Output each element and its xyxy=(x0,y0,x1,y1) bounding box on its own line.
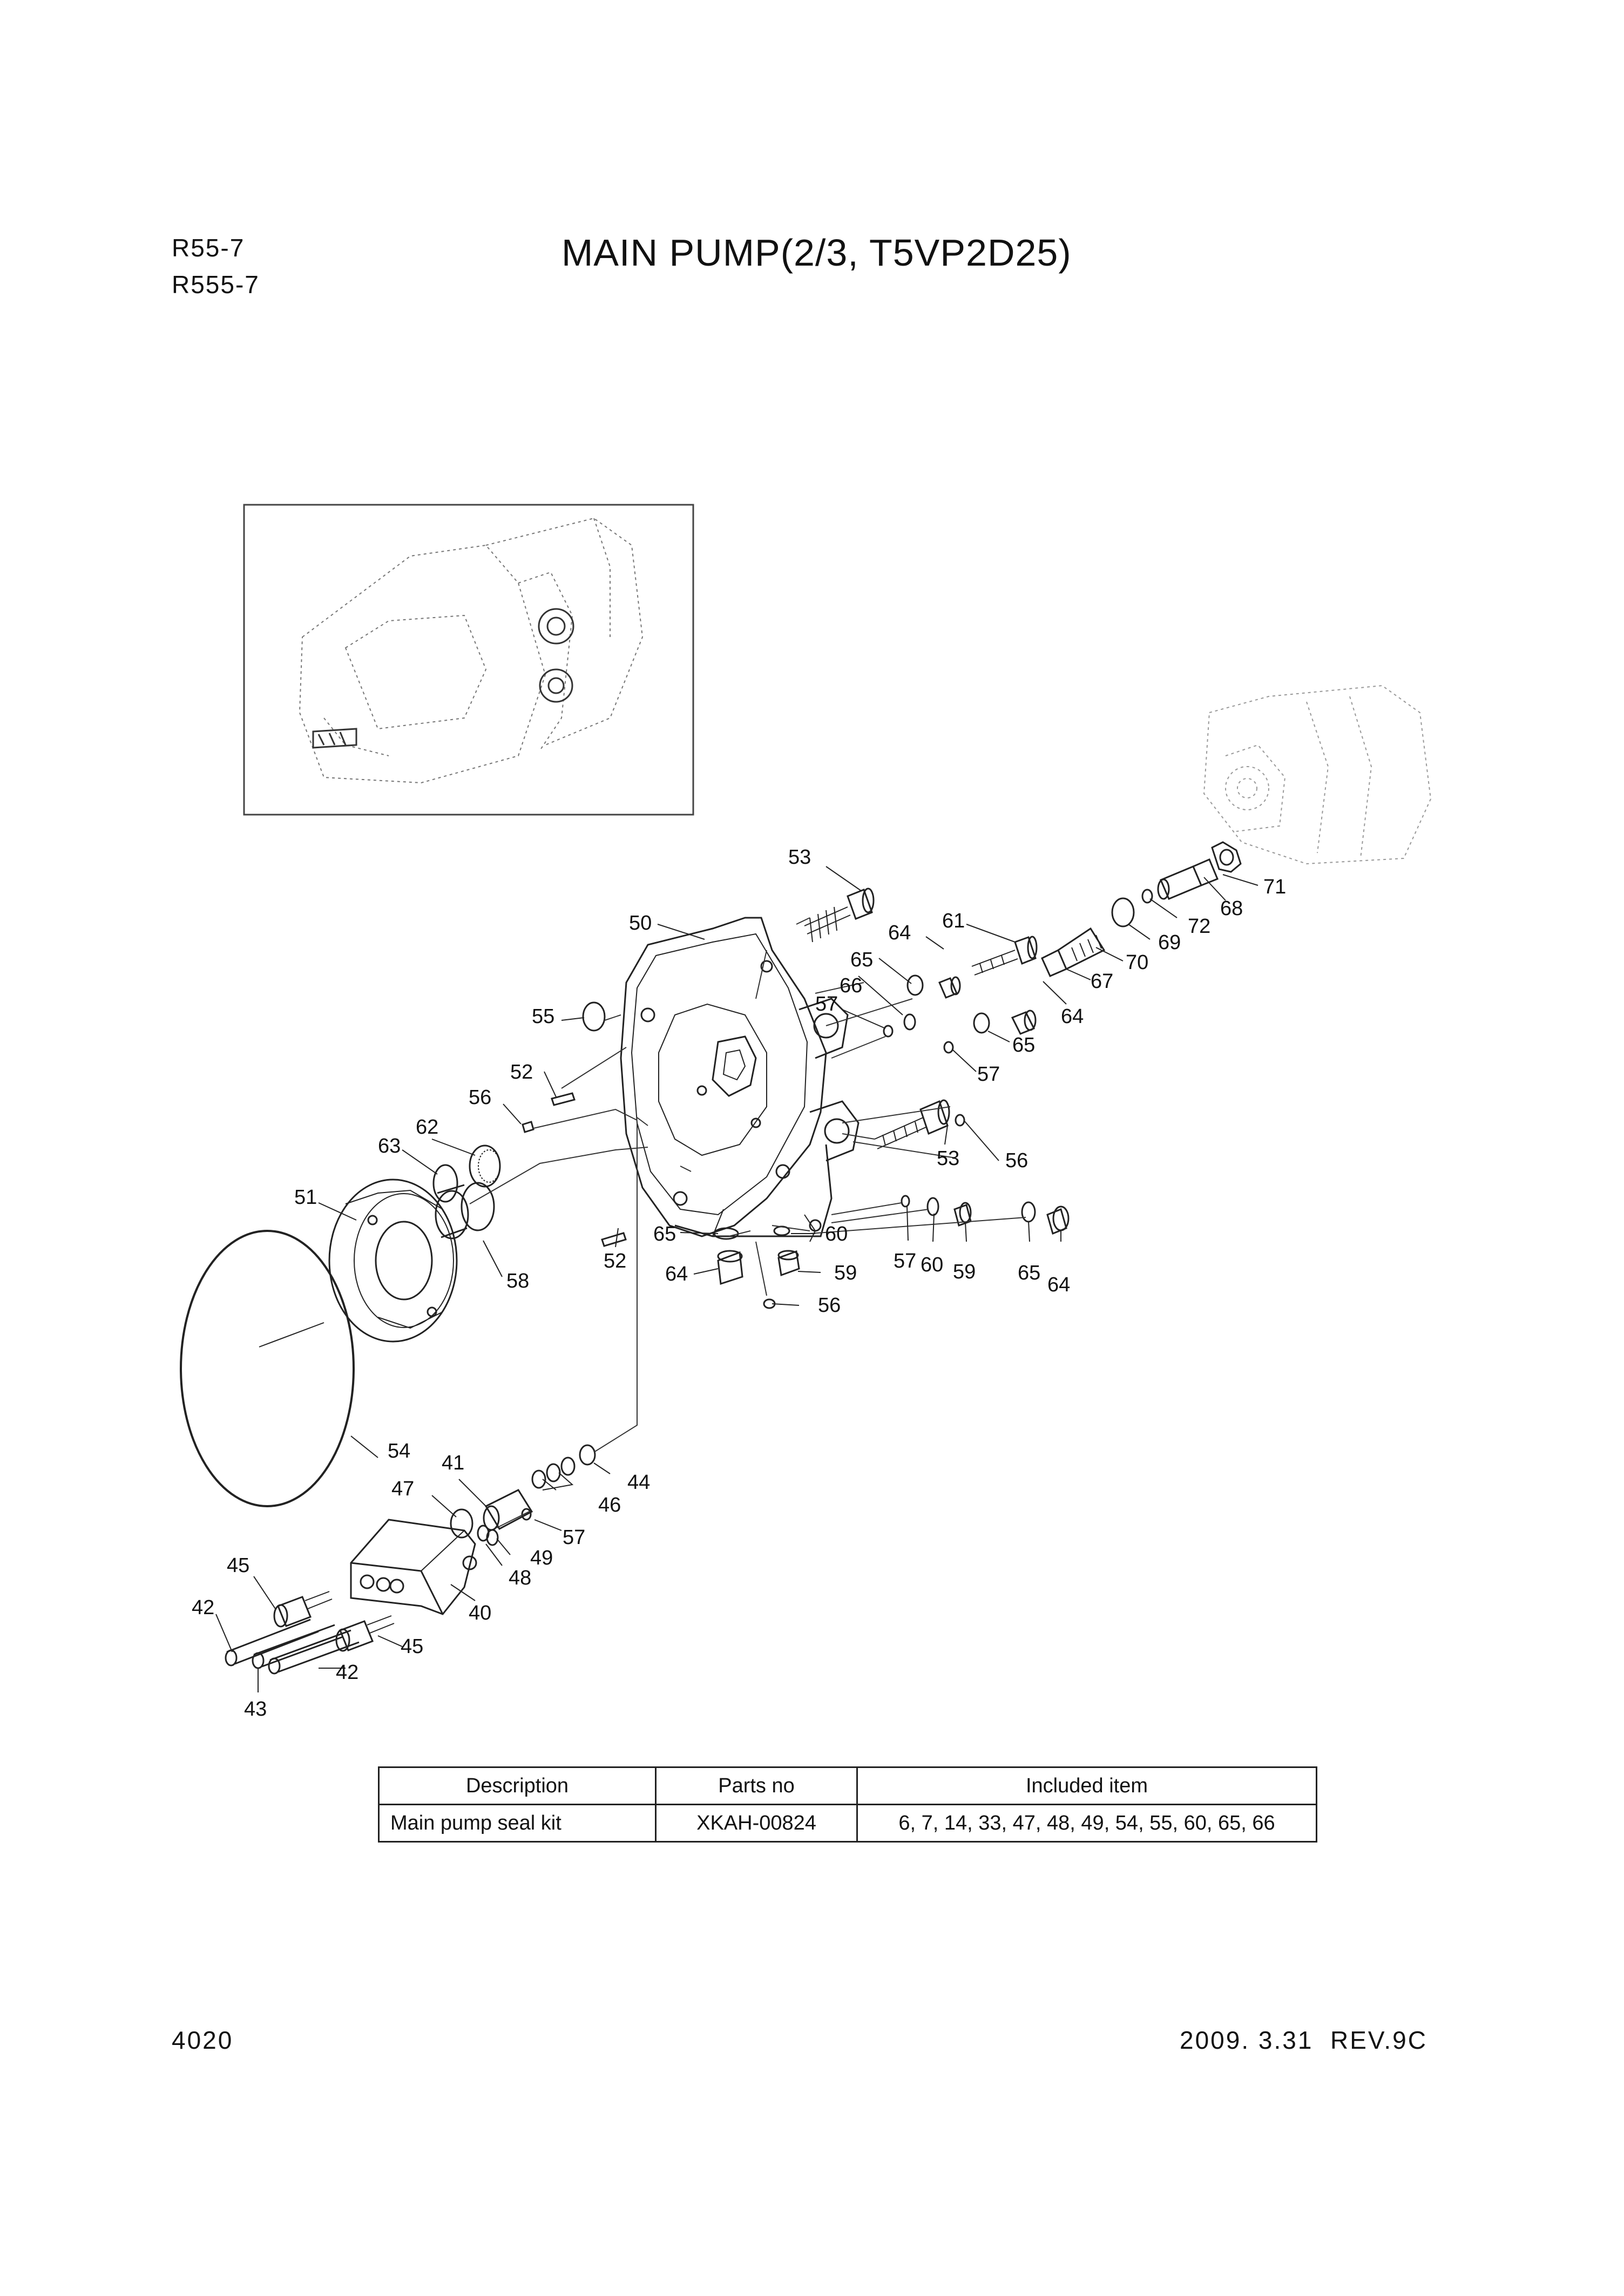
snap-ring-63 xyxy=(432,1164,458,1203)
socket-bolt-53-lower xyxy=(874,1099,950,1149)
callout-61: 61 xyxy=(942,910,965,932)
callout-58: 58 xyxy=(506,1270,529,1292)
callout-46: 46 xyxy=(598,1494,621,1516)
table-row: Main pump seal kit XKAH-00824 6, 7, 14, … xyxy=(378,1804,1317,1843)
model-code-1: R55-7 xyxy=(172,234,245,262)
bushing-58 xyxy=(435,1182,495,1240)
callout-62: 62 xyxy=(416,1116,438,1139)
column-header-description: Description xyxy=(378,1766,657,1805)
callout-45: 45 xyxy=(227,1554,249,1577)
callout-65: 65 xyxy=(850,949,873,971)
pump-housing xyxy=(620,917,860,1242)
callout-59: 59 xyxy=(834,1262,857,1284)
cell-included-item: 6, 7, 14, 33, 47, 48, 49, 54, 55, 60, 65… xyxy=(856,1804,1317,1843)
parts-table: Description Parts no Included item Main … xyxy=(378,1766,1317,1843)
callout-70: 70 xyxy=(1126,951,1148,974)
callout-64: 64 xyxy=(1061,1005,1084,1028)
plug-61 xyxy=(971,936,1038,976)
leader-lines xyxy=(215,866,1258,1692)
callout-69: 69 xyxy=(1158,931,1181,954)
callout-43: 43 xyxy=(244,1698,267,1721)
lower-plugs xyxy=(713,1195,1070,1309)
assembly-lines xyxy=(469,917,1026,1528)
callout-53: 53 xyxy=(788,846,811,869)
callout-71: 71 xyxy=(1263,876,1286,898)
callout-57: 57 xyxy=(894,1250,916,1272)
callout-65: 65 xyxy=(1018,1262,1040,1284)
callout-60: 60 xyxy=(921,1254,943,1276)
callout-63: 63 xyxy=(378,1135,401,1157)
callout-52: 52 xyxy=(604,1250,626,1272)
callout-44: 44 xyxy=(627,1471,650,1494)
callout-56: 56 xyxy=(818,1294,841,1317)
revision-date: 2009. 3.31 REV.9C xyxy=(1180,2026,1427,2054)
model-code-2: R555-7 xyxy=(172,270,260,299)
table-header-row: Description Parts no Included item xyxy=(378,1766,1317,1805)
callout-65: 65 xyxy=(653,1223,676,1245)
callout-67: 67 xyxy=(1091,970,1113,993)
valve-plate-51 xyxy=(328,1179,458,1343)
callout-64: 64 xyxy=(888,922,911,944)
filter-62 xyxy=(469,1144,501,1188)
callout-41: 41 xyxy=(442,1452,464,1474)
orings-44-49 xyxy=(450,1444,596,1546)
bolts-45 xyxy=(273,1591,395,1652)
pilot-block-40 xyxy=(350,1519,477,1615)
callout-42: 42 xyxy=(192,1596,214,1619)
callout-49: 49 xyxy=(530,1547,553,1569)
callout-52: 52 xyxy=(510,1061,533,1083)
callout-51: 51 xyxy=(294,1186,317,1209)
callout-labels: 53 50 64 61 65 66 57 55 52 56 62 63 51 5… xyxy=(192,846,1286,1721)
overview-inset xyxy=(243,504,694,816)
callout-72: 72 xyxy=(1188,915,1210,938)
small-parts-right xyxy=(883,974,1037,1127)
socket-bolt-53-upper xyxy=(804,888,875,943)
page-title: MAIN PUMP(2/3, T5VP2D25) xyxy=(561,232,1072,274)
pump-outline-right xyxy=(1203,685,1432,865)
callout-55: 55 xyxy=(532,1005,554,1028)
callout-54: 54 xyxy=(388,1440,410,1462)
large-oring-54 xyxy=(180,1230,355,1507)
page-number: 4020 xyxy=(172,2026,234,2054)
callout-59: 59 xyxy=(953,1261,976,1283)
callout-65: 65 xyxy=(1012,1034,1035,1056)
callout-64: 64 xyxy=(1047,1274,1070,1296)
callout-56: 56 xyxy=(469,1086,491,1109)
callout-40: 40 xyxy=(469,1602,491,1624)
callout-50: 50 xyxy=(629,912,652,934)
small-parts-left xyxy=(522,1001,627,1247)
callout-57: 57 xyxy=(563,1526,585,1549)
callout-48: 48 xyxy=(509,1567,531,1589)
callout-57: 57 xyxy=(815,993,838,1015)
callout-42: 42 xyxy=(336,1661,358,1684)
callout-53: 53 xyxy=(937,1147,959,1170)
callout-66: 66 xyxy=(840,974,862,997)
valve-assembly-67-72 xyxy=(1041,841,1242,977)
cell-description: Main pump seal kit xyxy=(378,1804,657,1843)
callout-45: 45 xyxy=(401,1635,423,1658)
callout-56: 56 xyxy=(1005,1149,1028,1172)
callout-57: 57 xyxy=(977,1063,1000,1086)
column-header-included-item: Included item xyxy=(856,1766,1317,1805)
cell-parts-no: XKAH-00824 xyxy=(655,1804,858,1843)
callout-68: 68 xyxy=(1220,897,1243,920)
callout-64: 64 xyxy=(665,1263,688,1285)
callout-60: 60 xyxy=(825,1223,848,1245)
callout-47: 47 xyxy=(391,1478,414,1500)
pins-42-43 xyxy=(225,1618,360,1675)
column-header-parts-no: Parts no xyxy=(655,1766,858,1805)
